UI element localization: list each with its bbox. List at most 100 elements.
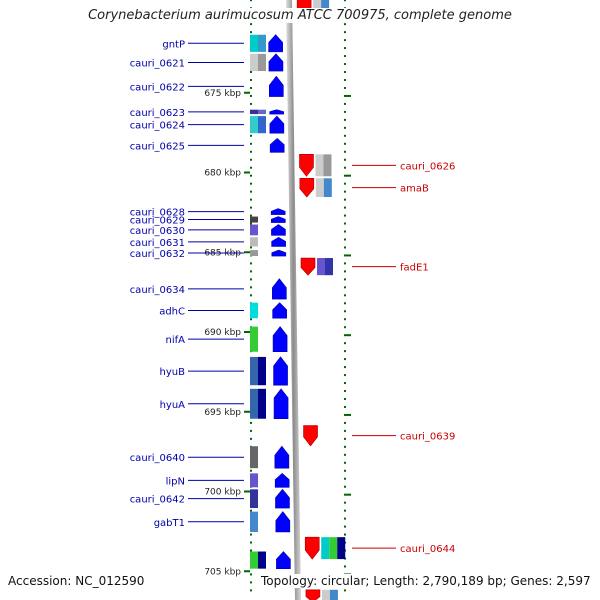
minor-tick-dots-layer	[250, 0, 351, 592]
feature-block	[250, 356, 258, 386]
left-gene-label[interactable]: cauri_0623	[130, 108, 185, 119]
left-gene-label[interactable]: cauri_0631	[130, 238, 185, 249]
feature-block	[316, 258, 325, 276]
forward-gene-arrow[interactable]	[275, 488, 290, 509]
right-minor-tick	[344, 0, 346, 2]
left-gene-label[interactable]: cauri_0640	[130, 453, 185, 464]
left-minor-tick	[250, 158, 252, 161]
forward-gene-arrow[interactable]	[271, 236, 286, 247]
forward-gene-arrow[interactable]	[270, 216, 286, 223]
left-minor-tick	[250, 150, 252, 153]
left-gene-label[interactable]: adhC	[159, 306, 185, 317]
right-minor-tick	[344, 31, 346, 34]
forward-gene-arrow[interactable]	[273, 356, 288, 386]
left-gene-label[interactable]: cauri_0622	[130, 82, 185, 93]
kbp-tick-label: 695 kbp	[204, 408, 241, 418]
left-gene-label[interactable]: cauri_0632	[130, 249, 185, 260]
forward-gene-arrow[interactable]	[268, 53, 284, 72]
reverse-gene-arrow[interactable]	[299, 177, 315, 198]
forward-gene-arrow[interactable]	[271, 224, 286, 236]
kbp-tick-label: 675 kbp	[204, 89, 241, 99]
right-minor-tick	[344, 278, 346, 281]
right-minor-tick	[344, 286, 346, 289]
forward-gene-arrow[interactable]	[270, 208, 286, 215]
forward-gene-arrow[interactable]	[274, 472, 290, 488]
right-minor-tick	[344, 469, 346, 472]
right-minor-tick	[344, 310, 346, 313]
right-minor-tick	[344, 86, 346, 89]
left-minor-tick	[250, 246, 252, 249]
left-gene-label[interactable]: gabT1	[154, 518, 185, 529]
reverse-gene-arrow[interactable]	[304, 536, 320, 560]
right-minor-tick	[344, 413, 351, 416]
left-minor-tick	[250, 318, 252, 321]
left-minor-tick	[250, 198, 252, 201]
forward-gene-arrow[interactable]	[268, 75, 284, 97]
forward-gene-arrow[interactable]	[271, 249, 287, 257]
reverse-gene-arrow[interactable]	[300, 257, 316, 276]
reverse-gene-arrow[interactable]	[299, 154, 314, 177]
forward-gene-arrow[interactable]	[274, 445, 290, 469]
feature-block	[324, 258, 333, 276]
left-gene-label[interactable]: cauri_0629	[130, 216, 185, 227]
left-minor-tick	[250, 541, 252, 544]
feature-block	[250, 302, 258, 319]
right-minor-tick	[344, 39, 346, 42]
left-gene-label[interactable]: cauri_0628	[130, 208, 185, 219]
left-minor-tick	[250, 174, 252, 177]
feature-block	[321, 589, 330, 600]
left-gene-label[interactable]: lipN	[166, 476, 185, 487]
forward-gene-arrow[interactable]	[273, 388, 289, 420]
left-minor-tick	[250, 71, 252, 74]
feature-block	[258, 116, 266, 134]
left-minor-tick	[250, 94, 252, 97]
left-gene-label[interactable]: hyuA	[160, 400, 186, 411]
right-gene-label[interactable]: amaB	[400, 184, 429, 195]
right-minor-tick	[344, 429, 346, 432]
left-gene-label[interactable]: cauri_0630	[130, 226, 185, 237]
left-minor-tick	[250, 262, 252, 265]
left-gene-label[interactable]: cauri_0642	[130, 495, 185, 506]
left-gene-label[interactable]: cauri_0625	[130, 141, 185, 152]
right-minor-tick	[344, 246, 346, 249]
left-minor-tick	[250, 278, 252, 281]
left-gene-label[interactable]: cauri_0621	[130, 58, 185, 69]
left-gene-label[interactable]: nifA	[166, 335, 186, 346]
right-minor-tick	[344, 350, 346, 353]
right-minor-tick	[344, 421, 346, 424]
forward-gene-arrow[interactable]	[272, 326, 288, 353]
forward-gene-arrow[interactable]	[275, 511, 291, 533]
right-minor-tick	[344, 110, 346, 113]
right-minor-tick	[344, 174, 351, 177]
left-gene-label[interactable]: cauri_0634	[130, 285, 185, 296]
right-minor-tick	[344, 190, 346, 193]
left-gene-label[interactable]: hyuB	[160, 367, 186, 378]
left-gene-label[interactable]: cauri_0624	[130, 121, 185, 132]
right-gene-label[interactable]: cauri_0644	[400, 544, 455, 555]
forward-gene-arrow[interactable]	[269, 138, 285, 153]
right-minor-tick	[344, 71, 346, 74]
right-gene-label[interactable]: cauri_0626	[400, 161, 455, 172]
left-gene-label[interactable]: gntP	[162, 39, 185, 50]
right-minor-tick	[344, 397, 346, 400]
right-minor-tick	[344, 182, 346, 185]
right-minor-tick	[344, 118, 346, 121]
forward-gene-arrow[interactable]	[272, 302, 287, 319]
right-minor-tick	[344, 453, 346, 456]
reverse-gene-arrow[interactable]	[305, 589, 321, 600]
right-gene-label[interactable]: fadE1	[400, 263, 429, 274]
left-minor-tick	[250, 182, 252, 185]
right-minor-tick	[344, 318, 346, 321]
forward-gene-arrow[interactable]	[269, 115, 285, 134]
forward-gene-arrow[interactable]	[272, 278, 287, 300]
forward-gene-arrow[interactable]	[268, 34, 283, 53]
left-minor-tick	[250, 134, 252, 137]
feature-block	[250, 250, 258, 257]
feature-block	[329, 589, 338, 600]
forward-gene-arrow[interactable]	[276, 551, 291, 569]
reverse-gene-arrow[interactable]	[303, 425, 318, 447]
left-minor-tick	[250, 573, 252, 576]
right-gene-label[interactable]: cauri_0639	[400, 432, 455, 443]
forward-gene-arrow[interactable]	[269, 109, 284, 115]
